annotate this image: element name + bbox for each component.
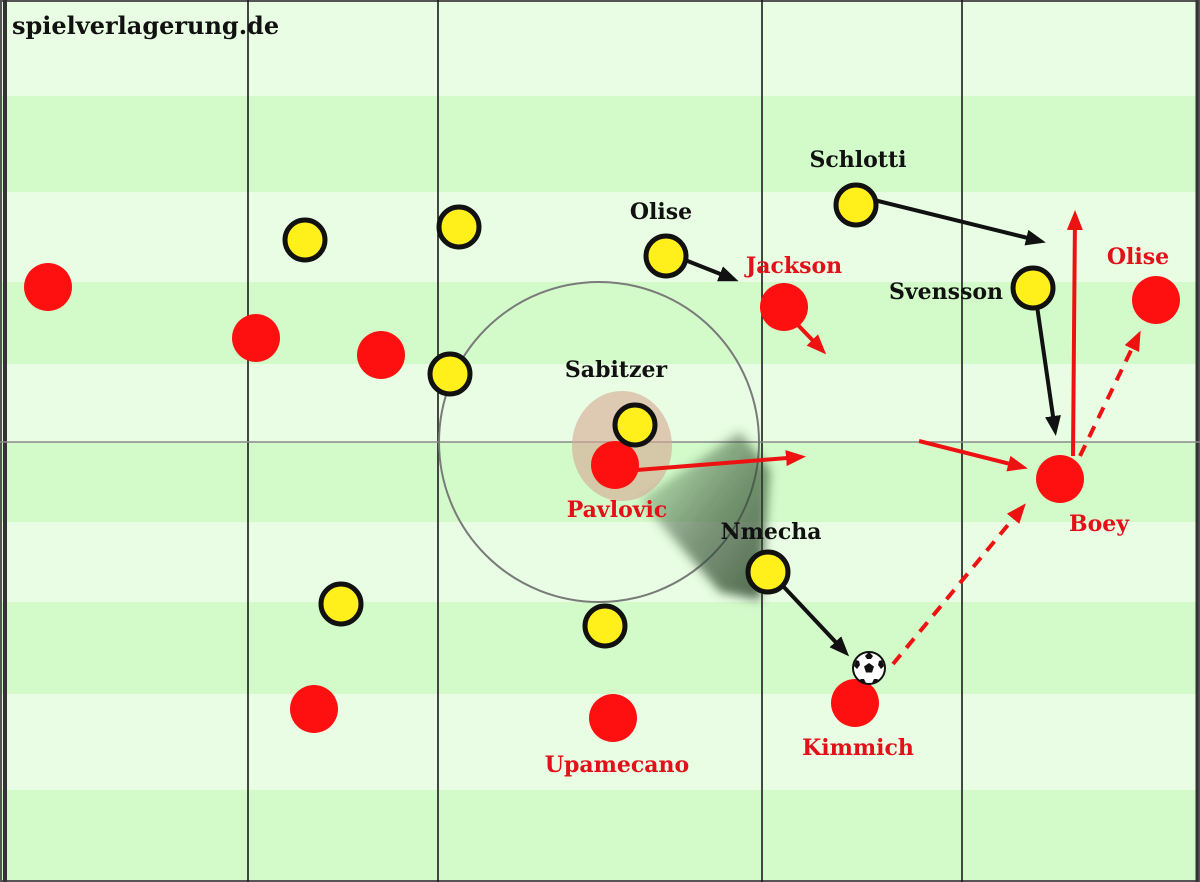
away-player-5	[582, 603, 628, 649]
label-home-kimmich: Kimmich	[802, 735, 914, 761]
cover-shadow	[640, 432, 770, 600]
black-arrows	[679, 198, 1061, 657]
away-player-nmecha	[745, 549, 791, 595]
watermark: spielverlagerung.de	[12, 11, 279, 40]
home-player-upamecano	[589, 694, 637, 742]
label-home-jackson: Jackson	[744, 253, 842, 279]
away-player-1	[282, 217, 328, 263]
away-player-2	[436, 204, 482, 250]
away-players	[282, 182, 1056, 649]
away-player-olise	[643, 233, 689, 279]
label-away-sabitzer: Sabitzer	[565, 357, 668, 383]
away-player-3	[427, 351, 473, 397]
centre-circle	[438, 281, 760, 603]
home-player-defender-centre	[357, 331, 405, 379]
label-away-olise: Olise	[630, 199, 692, 225]
away-player-4	[318, 581, 364, 627]
home-player-olise	[1132, 276, 1180, 324]
home-player-boey	[1036, 455, 1084, 503]
away-player-svensson	[1010, 265, 1056, 311]
label-home-upamecano: Upamecano	[545, 752, 689, 778]
label-home-pavlovic: Pavlovic	[567, 497, 668, 523]
away-player-sabitzer	[612, 402, 658, 448]
label-away-nmecha: Nmecha	[720, 519, 821, 545]
home-player-pavlovic	[591, 441, 639, 489]
zone-lines	[247, 0, 963, 882]
red-arrows	[636, 210, 1141, 666]
home-player-defender-left	[232, 314, 280, 362]
home-player-jackson	[760, 283, 808, 331]
label-home-olise: Olise	[1107, 244, 1169, 270]
home-player-kimmich	[831, 679, 879, 727]
label-home-boey: Boey	[1069, 511, 1130, 537]
home-player-goalkeeper	[24, 263, 72, 311]
home-player-defender-bottom	[290, 685, 338, 733]
soccer-ball-icon	[852, 651, 886, 685]
label-away-schlotti: Schlotti	[810, 147, 907, 173]
home-players	[24, 263, 1180, 742]
label-away-svensson: Svensson	[889, 279, 1003, 305]
away-player-schlotti	[833, 182, 879, 228]
